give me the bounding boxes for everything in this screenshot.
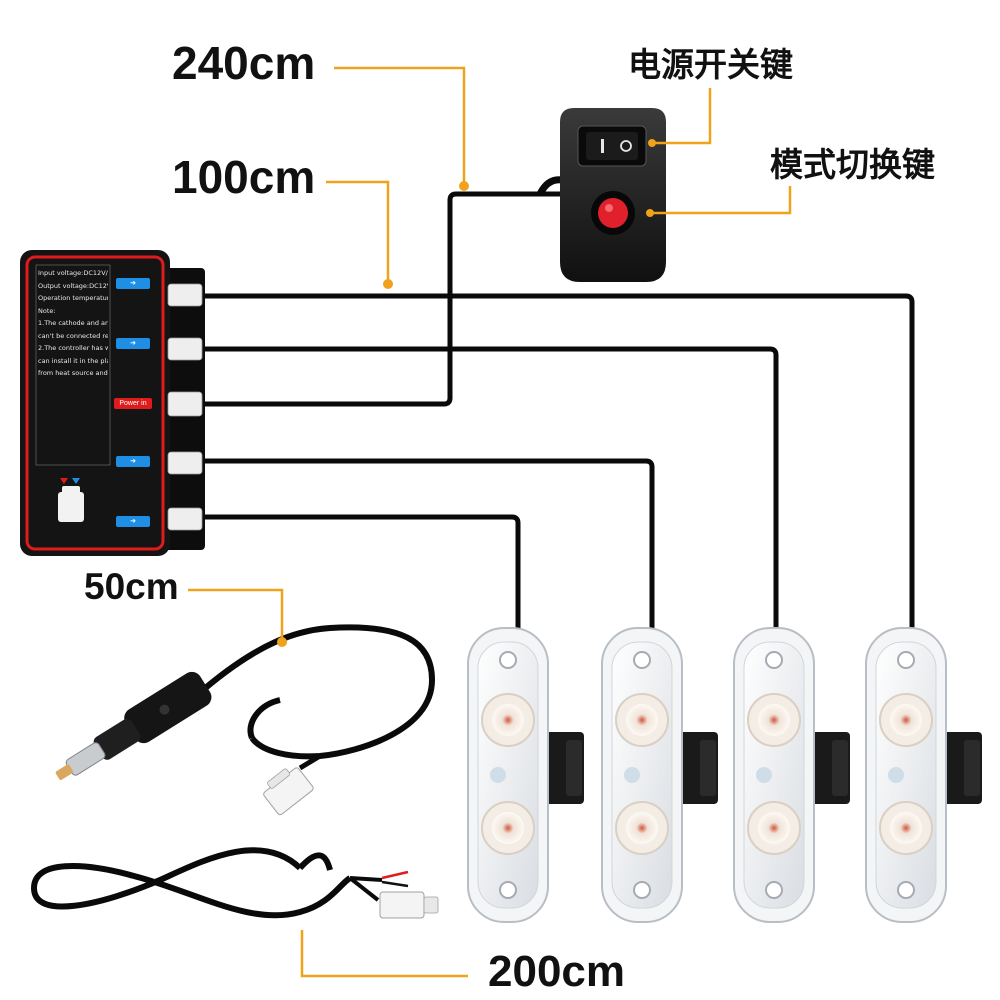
- arrow-port-icon: ➜: [116, 456, 150, 467]
- connector-clips: [167, 283, 203, 531]
- cigarette-plug-cable: [55, 624, 436, 816]
- switch-wire: [204, 191, 560, 407]
- controller-box: [20, 250, 205, 556]
- light-bar: [601, 627, 718, 923]
- controller-label-text: Input voltage:DC12V/24V Output voltage:D…: [38, 269, 108, 377]
- mode-button[interactable]: [591, 191, 635, 235]
- light-wires: [204, 293, 915, 630]
- cable-length-200: 200cm: [488, 947, 626, 996]
- hardwire-cable: [30, 847, 439, 919]
- leader-dots: [277, 139, 656, 647]
- warning-icon: [60, 478, 80, 484]
- light-bar: [733, 627, 850, 923]
- power-switch-label: 电源开关键: [628, 45, 793, 84]
- car-icon: [58, 486, 84, 522]
- leader-lines: [188, 66, 792, 978]
- arrow-port-icon: ➜: [116, 338, 150, 349]
- cable-length-50: 50cm: [84, 566, 179, 607]
- mode-switch-label: 模式切换键: [770, 145, 935, 184]
- cable-length-240: 240cm: [172, 37, 316, 89]
- arrow-port-icon: ➜: [116, 516, 150, 527]
- power-switch-icon[interactable]: [601, 139, 632, 153]
- power-in-tag: Power in: [114, 398, 152, 409]
- light-bar: [467, 627, 584, 923]
- arrow-port-icon: ➜: [116, 278, 150, 289]
- light-bar: [865, 627, 982, 923]
- cable-length-100: 100cm: [172, 151, 316, 203]
